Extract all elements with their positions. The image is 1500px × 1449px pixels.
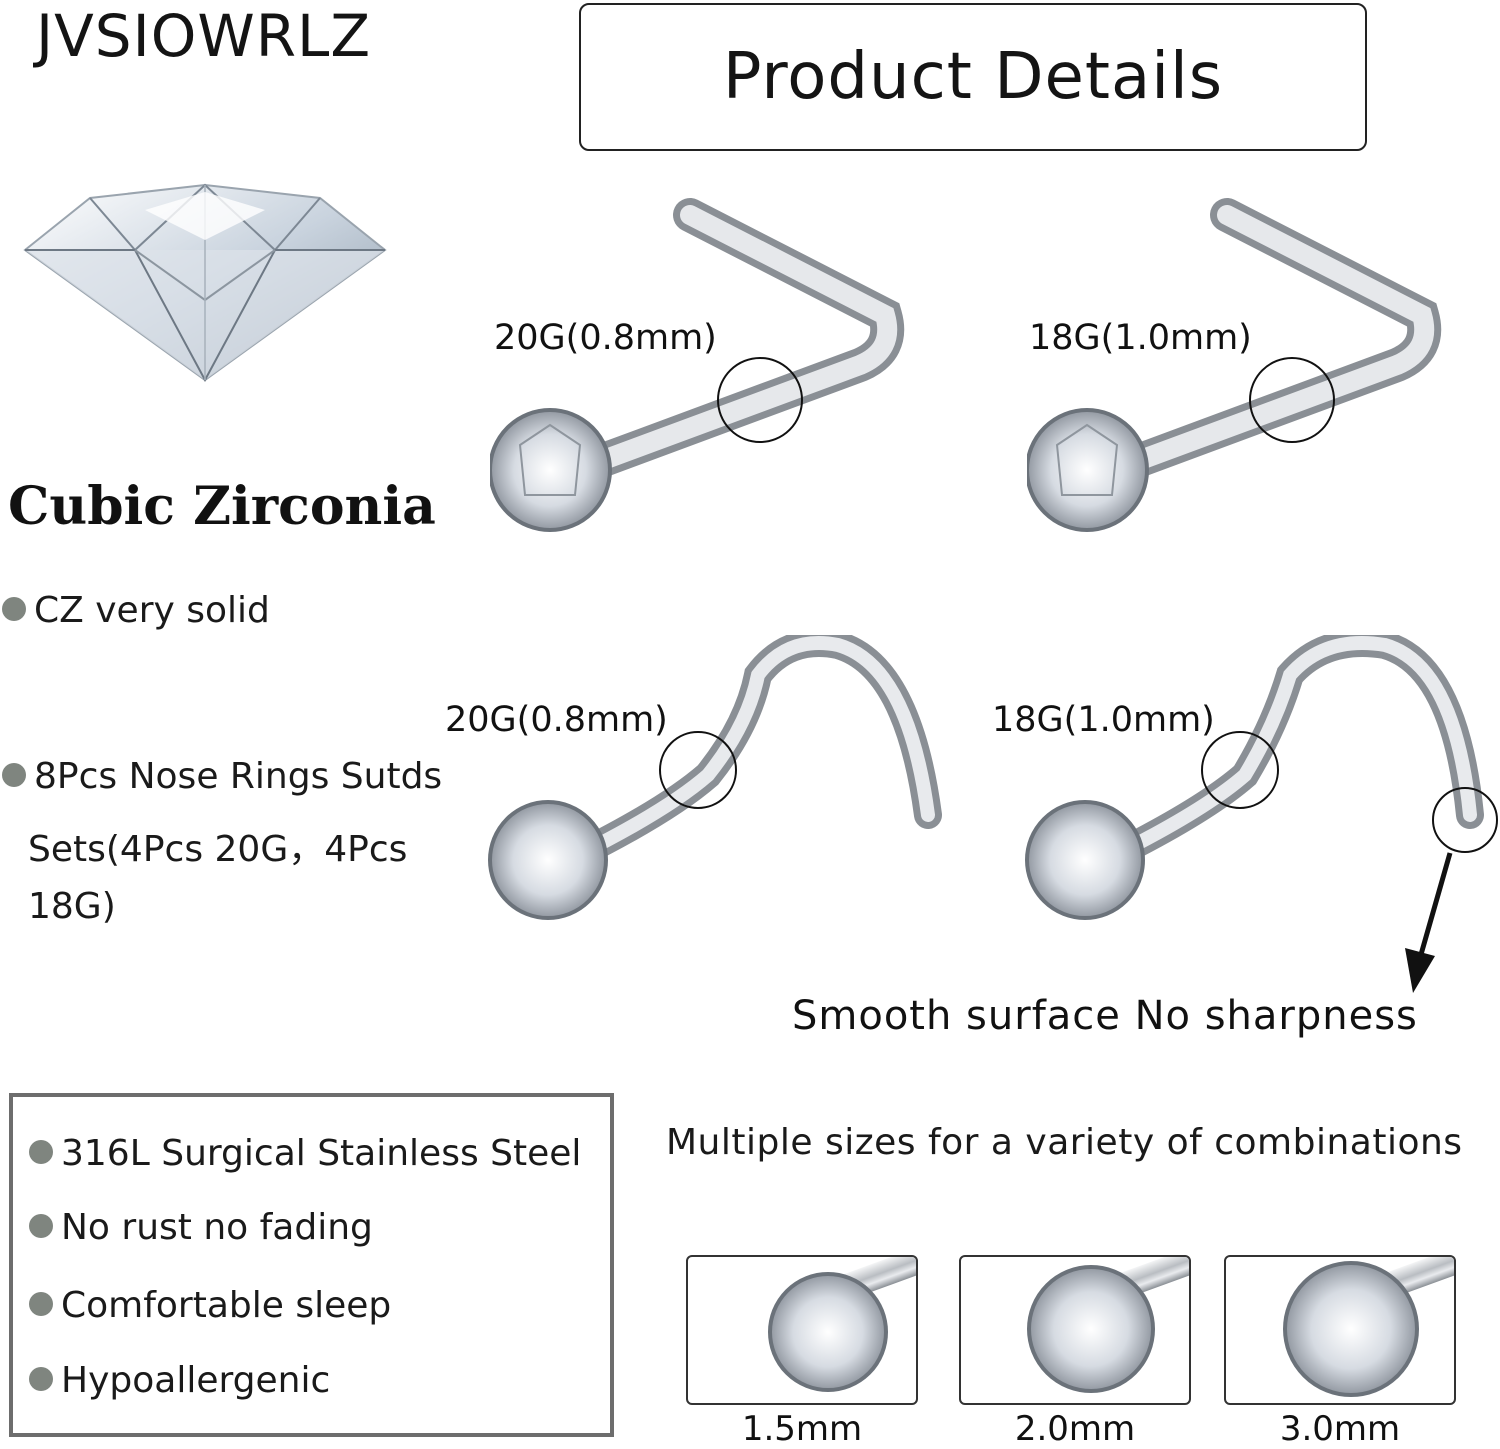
page-title: Product Details — [579, 3, 1367, 151]
feature-set-line1: 8Pcs Nose Rings Sutds — [34, 756, 443, 797]
sizes-title: Multiple sizes for a variety of combinat… — [666, 1122, 1463, 1163]
screw-stud-18g — [1025, 635, 1498, 920]
size-thumb-1-5mm — [686, 1255, 918, 1405]
feature-cz: CZ very solid — [2, 590, 270, 631]
arrow-down-icon — [1405, 852, 1453, 993]
material-item-text: No rust no fading — [61, 1207, 373, 1248]
gauge-label-l-left: 20G(0.8mm) — [494, 318, 717, 358]
material-item: 316L Surgical Stainless Steel — [29, 1133, 581, 1174]
stud-icon — [1027, 1257, 1189, 1393]
stud-icon — [1283, 1257, 1454, 1397]
bullet-icon — [2, 763, 26, 787]
bullet-icon — [29, 1140, 53, 1164]
material-box: 316L Surgical Stainless Steel No rust no… — [9, 1093, 614, 1437]
diamond-icon — [23, 183, 387, 383]
material-item: Hypoallergenic — [29, 1360, 330, 1401]
smooth-surface-note: Smooth surface No sharpness — [792, 993, 1418, 1039]
material-item: No rust no fading — [29, 1207, 373, 1248]
stud-icon — [768, 1257, 916, 1392]
bullet-icon — [2, 597, 26, 621]
brand-name: JVSIOWRLZ — [36, 2, 372, 70]
bullet-icon — [29, 1214, 53, 1238]
gem-caption: Cubic Zirconia — [8, 476, 436, 537]
size-thumb-2-0mm — [959, 1255, 1191, 1405]
size-label: 1.5mm — [741, 1409, 863, 1449]
feature-set: 8Pcs Nose Rings Sutds — [2, 756, 442, 797]
gauge-label-screw-right: 18G(1.0mm) — [992, 700, 1215, 740]
screw-stud-20g — [488, 635, 942, 920]
gauge-label-l-right: 18G(1.0mm) — [1029, 318, 1252, 358]
page-title-text: Product Details — [722, 40, 1224, 114]
l-shape-stud-20g — [490, 198, 905, 532]
material-item-text: 316L Surgical Stainless Steel — [61, 1133, 582, 1174]
size-label: 3.0mm — [1279, 1409, 1401, 1449]
gauge-label-screw-left: 20G(0.8mm) — [445, 700, 668, 740]
feature-set-line3: 18G) — [28, 886, 116, 927]
bullet-icon — [29, 1367, 53, 1391]
feature-set-line2: Sets(4Pcs 20G，4Pcs — [28, 829, 408, 870]
bullet-icon — [29, 1292, 53, 1316]
size-thumb-3-0mm — [1224, 1255, 1456, 1405]
size-label: 2.0mm — [1014, 1409, 1136, 1449]
material-item-text: Comfortable sleep — [61, 1285, 392, 1326]
material-item-text: Hypoallergenic — [61, 1360, 331, 1401]
l-shape-stud-18g — [1027, 198, 1442, 532]
material-item: Comfortable sleep — [29, 1285, 391, 1326]
feature-cz-text: CZ very solid — [34, 590, 270, 631]
